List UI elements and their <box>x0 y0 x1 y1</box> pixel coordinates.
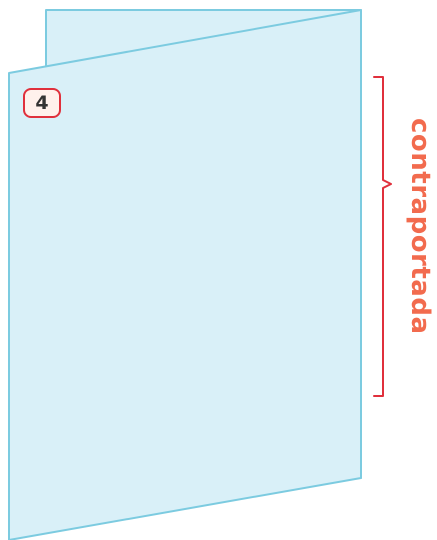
front-page <box>8 9 362 540</box>
page-number-badge: 4 <box>23 88 61 118</box>
back-cover-label: contraportada <box>405 118 435 335</box>
brace <box>373 76 392 397</box>
